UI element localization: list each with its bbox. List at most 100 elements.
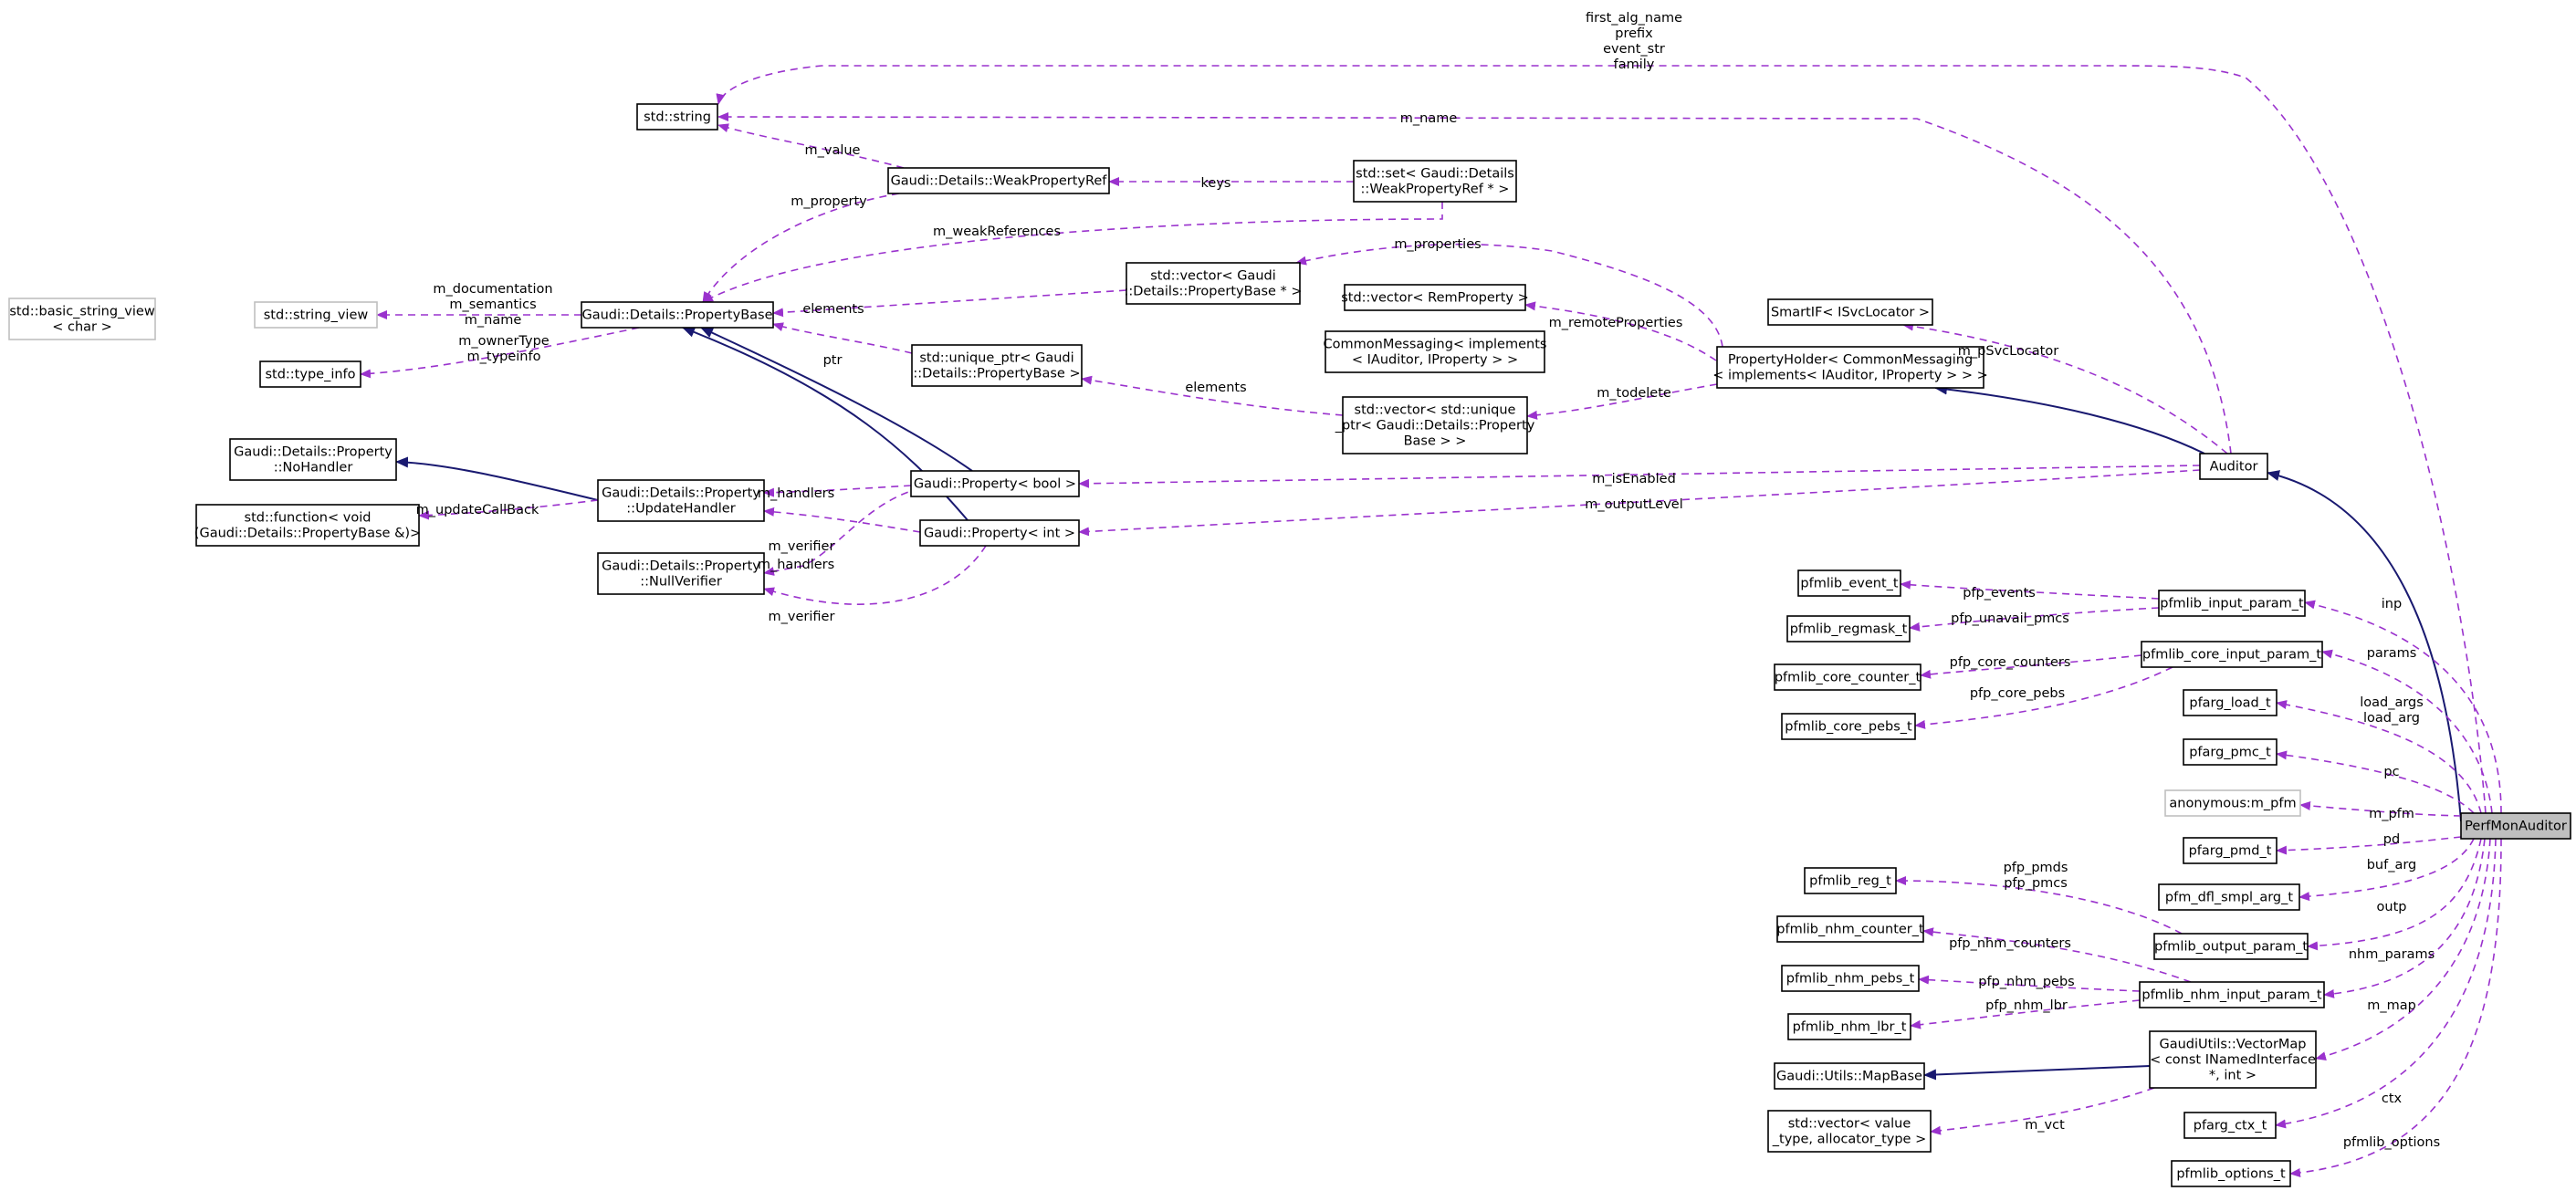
class-node-pfmlib-reg-t[interactable]: pfmlib_reg_t: [1804, 867, 1897, 894]
class-node-weakref[interactable]: Gaudi::Details::WeakPropertyRef: [887, 167, 1110, 194]
class-node-propholder[interactable]: PropertyHolder< CommonMessaging< impleme…: [1712, 346, 1988, 389]
class-node-anon-m-pfm[interactable]: anonymous:m_pfm: [2164, 789, 2301, 817]
class-node-updatehandler[interactable]: Gaudi::Details::Property::UpdateHandler: [597, 479, 765, 522]
class-node-pfarg-pmc-t[interactable]: pfarg_pmc_t: [2183, 738, 2278, 766]
class-node-smartif[interactable]: SmartIF< ISvcLocator >: [1767, 298, 1933, 326]
class-node-set-weakref[interactable]: std::set< Gaudi::Details::WeakPropertyRe…: [1353, 160, 1517, 203]
class-node-vec-remprop[interactable]: std::vector< RemProperty >: [1341, 284, 1529, 311]
edge-label-line: elements: [1185, 381, 1246, 395]
edge-label-line: m_updateCallBack: [416, 503, 539, 517]
class-node-box: [254, 301, 378, 329]
class-node-auditor[interactable]: Auditor: [2199, 453, 2268, 480]
class-node-pfmlib-core-counter-t[interactable]: pfmlib_core_counter_t: [1774, 663, 1922, 691]
class-node-commonmsg[interactable]: CommonMessaging< implements< IAuditor, I…: [1324, 330, 1547, 373]
edge-label-line: m_ownerType: [458, 334, 550, 349]
class-node-label-line: Gaudi::Details::Property: [602, 559, 760, 574]
class-node-box: [2460, 812, 2571, 840]
class-node-label: pfmlib_options_t: [2176, 1167, 2286, 1182]
class-node-label: CommonMessaging< implements< IAuditor, I…: [1324, 338, 1547, 368]
class-node-vectormap[interactable]: GaudiUtils::VectorMap< const INamedInter…: [2149, 1030, 2317, 1089]
edge-label-pfmlib_options: pfmlib_options: [2343, 1135, 2440, 1150]
class-node-pfm-dfl-smpl-arg-t[interactable]: pfm_dfl_smpl_arg_t: [2158, 883, 2300, 911]
class-node-vec-value[interactable]: std::vector< value_type, allocator_type …: [1767, 1110, 1932, 1153]
class-node-label-line: _ptr< Gaudi::Details::Property: [1335, 419, 1535, 434]
class-node-pfarg-load-t[interactable]: pfarg_load_t: [2183, 689, 2278, 716]
edge-label-line: ptr: [823, 353, 843, 368]
usage-edge-pfp_core_counters: [1920, 654, 2142, 679]
class-node-nohandler[interactable]: Gaudi::Details::Property::NoHandler: [229, 438, 397, 481]
edge-label-pfp_unavail_pmcs: pfp_unavail_pmcs: [1951, 611, 2069, 626]
class-node-label-line: ::Details::PropertyBase * >: [1124, 285, 1302, 299]
usage-edge-m_weakReferences: [702, 202, 1443, 303]
edge-label-line: load_arg: [2363, 711, 2420, 726]
class-node-pfmlib-core-input-param-t[interactable]: pfmlib_core_input_param_t: [2141, 641, 2323, 668]
usage-edge-pfp_core_pebs: [1914, 666, 2173, 729]
usage-edge-elements_uptr: [1081, 375, 1344, 416]
class-node-vec-propbase[interactable]: std::vector< Gaudi::Details::PropertyBas…: [1124, 262, 1303, 305]
class-node-pfmlib-nhm-counter-t[interactable]: pfmlib_nhm_counter_t: [1776, 915, 1924, 943]
class-node-pfmlib-regmask-t[interactable]: pfmlib_regmask_t: [1786, 615, 1911, 643]
class-node-label-line: ::WeakPropertyRef * >: [1361, 183, 1510, 197]
usage-edge-buf_arg: [2299, 838, 2475, 902]
class-node-label: pfmlib_nhm_lbr_t: [1793, 1020, 1907, 1035]
class-node-pfmlib-nhm-input-param-t[interactable]: pfmlib_nhm_input_param_t: [2139, 981, 2325, 1008]
edge-label-line: m_name: [1400, 111, 1458, 126]
class-node-box: [2183, 1112, 2277, 1139]
class-node-label-line: (Gaudi::Details::PropertyBase &)>: [194, 527, 421, 541]
edge-label-line: pfp_pmcs: [2004, 876, 2068, 891]
class-node-pfmlib-nhm-lbr-t[interactable]: pfmlib_nhm_lbr_t: [1787, 1013, 1911, 1040]
class-node-box: [1804, 867, 1897, 894]
class-node-prop-bool[interactable]: Gaudi::Property< bool >: [910, 470, 1080, 497]
class-node-label-line: ::Details::PropertyBase >: [913, 367, 1080, 381]
class-node-label: std::string: [644, 110, 711, 125]
class-node-label: std::function< void(Gaudi::Details::Prop…: [194, 511, 421, 541]
class-node-label-line: ::UpdateHandler: [626, 502, 735, 517]
class-node-vec-uptr[interactable]: std::vector< std::unique_ptr< Gaudi::Det…: [1335, 396, 1535, 454]
class-node-pfmlib-input-param-t[interactable]: pfmlib_input_param_t: [2158, 590, 2306, 617]
class-node-label: anonymous:m_pfm: [2169, 797, 2296, 811]
class-node-perfmonauditor[interactable]: PerfMonAuditor: [2460, 812, 2571, 840]
class-node-box: [1797, 569, 1901, 597]
class-node-uptr-propbase[interactable]: std::unique_ptr< Gaudi::Details::Propert…: [911, 344, 1083, 387]
edge-label-pd: pd: [2383, 832, 2400, 847]
edge-label-line: m_documentation: [433, 282, 552, 297]
edge-label-line: m_value: [805, 143, 861, 158]
class-node-pfmlib-nhm-pebs-t[interactable]: pfmlib_nhm_pebs_t: [1781, 965, 1920, 992]
class-node-label-line: Gaudi::Property< bool >: [914, 477, 1076, 492]
class-node-label: Gaudi::Utils::MapBase: [1776, 1070, 1922, 1084]
edge-label-line: pfp_core_pebs: [1970, 686, 2065, 701]
edge-label-line: keys: [1201, 176, 1231, 191]
usage-edge-m_map: [2315, 838, 2491, 1061]
class-node-string-view[interactable]: std::string_view: [254, 301, 378, 329]
class-node-box: [581, 301, 774, 329]
class-node-mapbase[interactable]: Gaudi::Utils::MapBase: [1774, 1062, 1925, 1090]
class-node-propbase[interactable]: Gaudi::Details::PropertyBase: [581, 301, 774, 329]
class-node-std-function[interactable]: std::function< void(Gaudi::Details::Prop…: [194, 504, 421, 547]
class-node-pfarg-pmd-t[interactable]: pfarg_pmd_t: [2183, 837, 2278, 864]
class-node-pfmlib-output-param-t[interactable]: pfmlib_output_param_t: [2153, 933, 2309, 960]
edge-label-line: pc: [2383, 765, 2399, 779]
edge-label-line: m_pSvcLocator: [1958, 344, 2058, 359]
class-node-std-string[interactable]: std::string: [636, 103, 718, 131]
class-node-pfmlib-options-t[interactable]: pfmlib_options_t: [2171, 1160, 2291, 1187]
edge-label-line: inp: [2382, 597, 2402, 611]
inheritance-edge-20: [700, 327, 973, 472]
edge-label-line: m_vct: [2025, 1118, 2065, 1133]
class-node-box: [1325, 330, 1545, 373]
class-node-pfmlib-core-pebs-t[interactable]: pfmlib_core_pebs_t: [1781, 713, 1916, 740]
class-node-type-info[interactable]: std::type_info: [259, 360, 361, 388]
edge-label-line: m_outputLevel: [1585, 497, 1682, 512]
class-node-pfarg-ctx-t[interactable]: pfarg_ctx_t: [2183, 1112, 2277, 1139]
class-node-nullverifier[interactable]: Gaudi::Details::Property::NullVerifier: [597, 552, 765, 595]
class-node-box: [1716, 346, 1984, 389]
usage-edge-pfp_events: [1900, 580, 2160, 600]
edge-label-line: pfp_events: [1963, 586, 2036, 601]
class-node-label-line: pfmlib_nhm_input_param_t: [2141, 988, 2322, 1003]
class-node-pfmlib-event-t[interactable]: pfmlib_event_t: [1797, 569, 1901, 597]
edge-label-m_outputLevel: m_outputLevel: [1585, 497, 1682, 512]
class-node-basic-string-view[interactable]: std::basic_string_view< char >: [8, 298, 156, 340]
class-node-box: [259, 360, 361, 388]
class-node-label: pfmlib_nhm_pebs_t: [1786, 972, 1915, 987]
class-node-prop-int[interactable]: Gaudi::Property< int >: [919, 519, 1080, 547]
class-node-label-line: Gaudi::Details::WeakPropertyRef: [891, 174, 1108, 189]
